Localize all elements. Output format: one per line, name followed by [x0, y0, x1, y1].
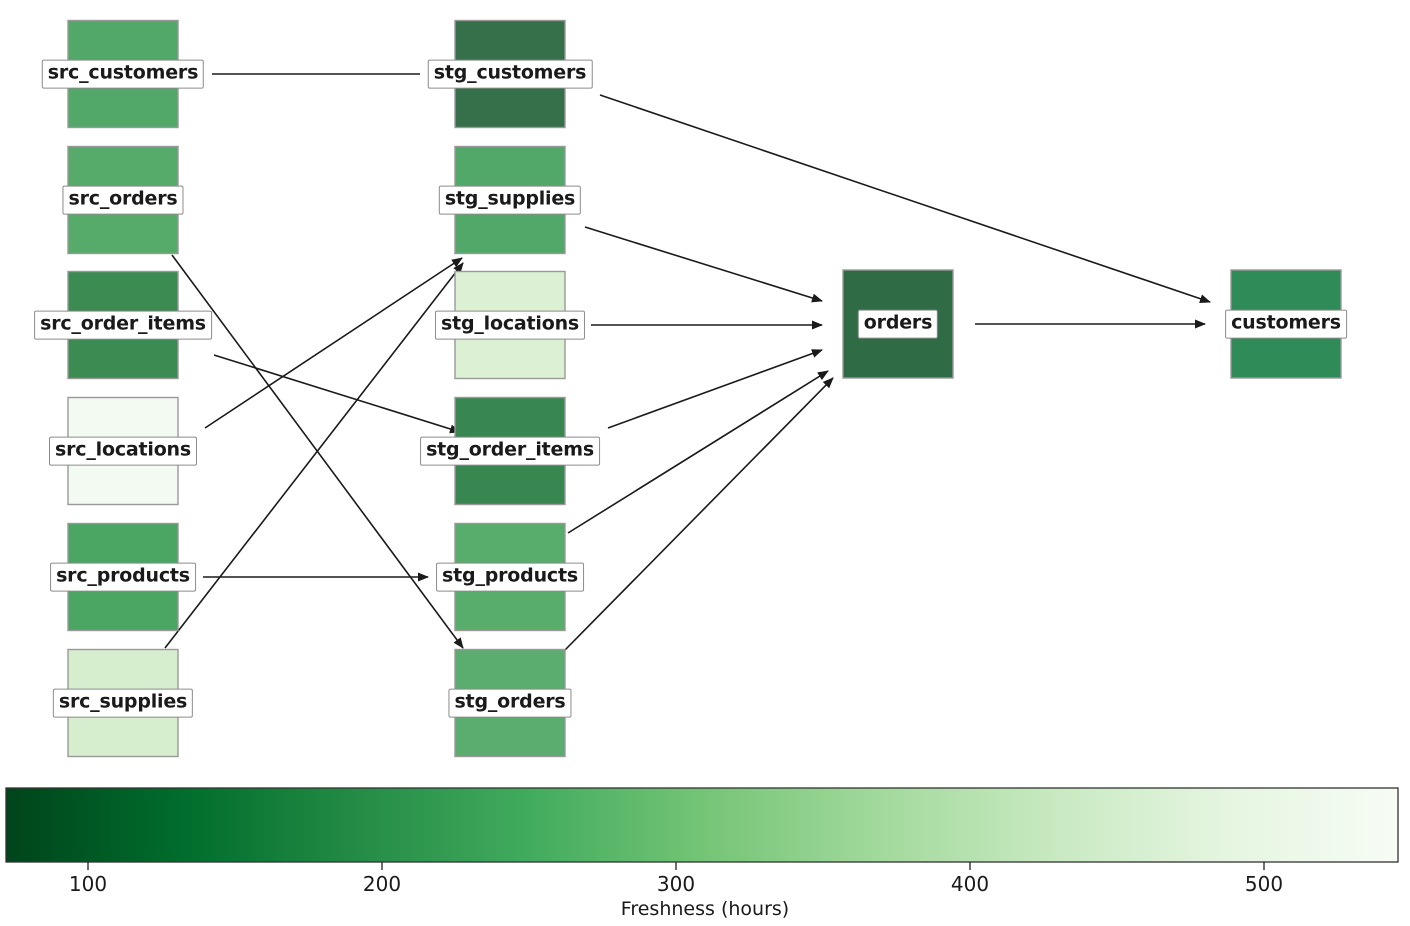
- node-label-stg_customers[interactable]: stg_customers: [427, 59, 593, 89]
- node-label-src_orders[interactable]: src_orders: [62, 185, 184, 215]
- edge-src_order_items-to-stg_order_items: [213, 354, 461, 434]
- colorbar-gradient: [5, 787, 1399, 863]
- node-label-stg_locations[interactable]: stg_locations: [434, 310, 586, 340]
- colorbar-tick-label: 500: [1244, 872, 1284, 896]
- node-label-src_supplies[interactable]: src_supplies: [52, 688, 194, 718]
- colorbar-tick-label: 200: [362, 872, 402, 896]
- edges-layer: [164, 73, 1211, 651]
- colorbar-layer: [5, 787, 1399, 870]
- node-label-stg_orders[interactable]: stg_orders: [448, 688, 572, 718]
- node-label-customers[interactable]: customers: [1225, 309, 1347, 339]
- colorbar-axis-label: Freshness (hours): [620, 898, 790, 920]
- colorbar-tick-label: 300: [656, 872, 696, 896]
- edge-stg_order_items-to-orders: [607, 349, 823, 429]
- node-label-src_locations[interactable]: src_locations: [49, 436, 197, 466]
- colorbar-tick-label: 400: [950, 872, 990, 896]
- edge-stg_customers-to-customers: [599, 94, 1211, 304]
- node-label-src_customers[interactable]: src_customers: [41, 59, 205, 89]
- node-label-stg_supplies[interactable]: stg_supplies: [438, 185, 582, 215]
- edge-stg_orders-to-orders: [564, 377, 834, 651]
- edge-src_supplies-to-stg_supplies: [164, 262, 464, 649]
- node-label-stg_order_items[interactable]: stg_order_items: [420, 436, 600, 466]
- edge-stg_supplies-to-orders: [584, 226, 823, 303]
- node-label-src_order_items[interactable]: src_order_items: [34, 310, 212, 340]
- node-label-orders[interactable]: orders: [857, 309, 939, 339]
- colorbar-tick-label: 100: [68, 872, 108, 896]
- node-label-src_products[interactable]: src_products: [50, 562, 196, 592]
- edge-stg_products-to-orders: [567, 370, 829, 534]
- node-label-stg_products[interactable]: stg_products: [436, 562, 584, 592]
- edge-src_locations-to-stg_locations: [204, 257, 463, 429]
